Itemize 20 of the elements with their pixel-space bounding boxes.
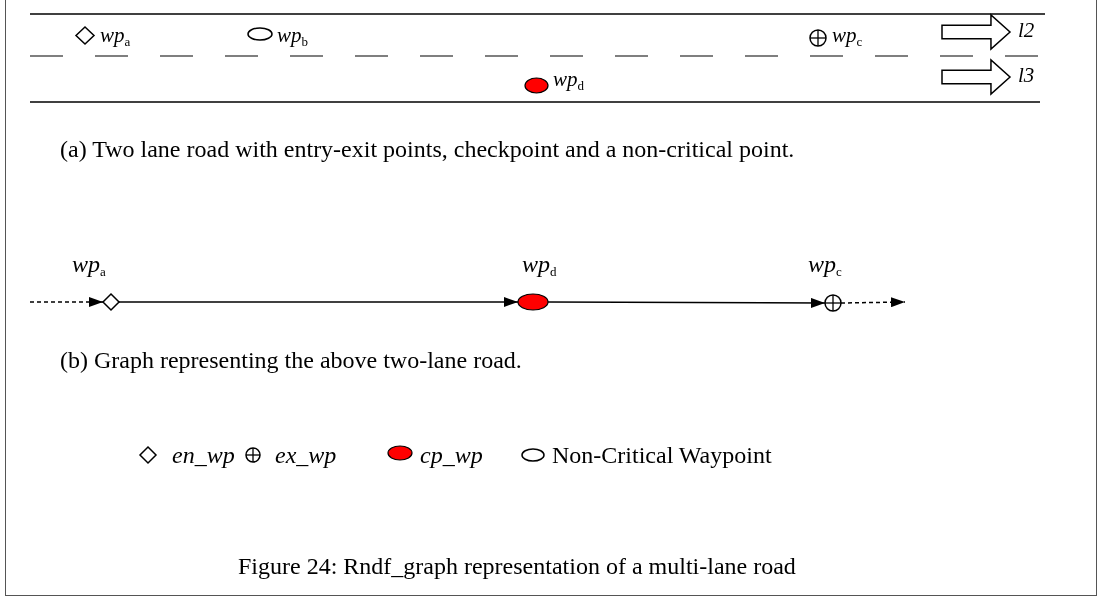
arrow [547,297,826,308]
waypoint-label: wp$_{c}$ [832,25,863,48]
legend-label: Non-Critical Waypoint [552,443,772,467]
lane-label: l3 [1018,65,1035,86]
waypoint-label: wp$_{d}$ [553,69,584,92]
arrow [118,297,519,307]
legend-label: en_wp [172,443,235,467]
lane-label: l2 [1018,20,1035,41]
waypoint-label: wp$_{b}$ [277,25,308,48]
arrow [840,297,906,308]
arrow [29,297,104,307]
subfigure-caption: (b) Graph representing the above two-lane road. [60,348,522,372]
figure-caption: Figure 24: Rndf_graph representation of a multi-lane road [238,554,796,578]
waypoint-label: wp$_{c}$ [808,252,842,278]
subfigure-caption: (a) Two lane road with entry-exit points, checkpoint and a non-critical point. [60,137,795,161]
legend-label: cp_wp [420,443,483,467]
legend-label: ex_wp [275,443,337,467]
waypoint-label: wp$_{a}$ [72,252,106,278]
waypoint-label: wp$_{a}$ [100,25,131,48]
waypoint-label: wp$_{d}$ [522,252,557,278]
